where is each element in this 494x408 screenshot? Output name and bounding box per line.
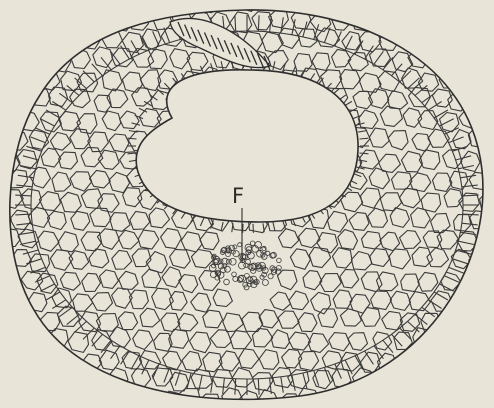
vascular-bundle	[209, 241, 281, 290]
cavity-outline	[136, 70, 358, 222]
label-f: F	[232, 186, 244, 207]
